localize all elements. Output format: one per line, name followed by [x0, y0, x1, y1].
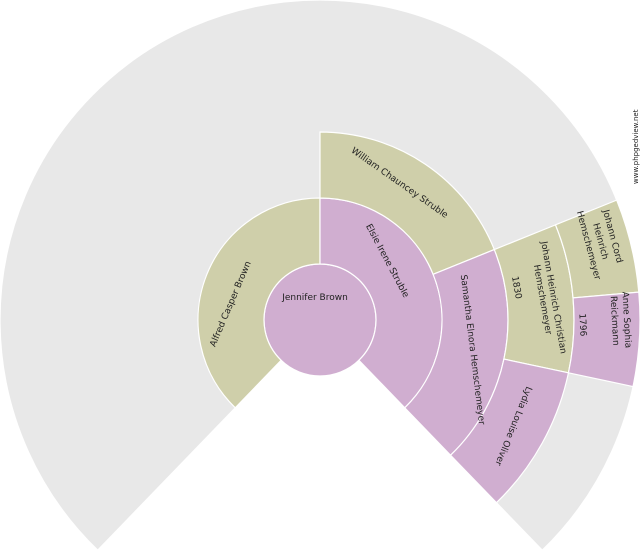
site-credit: www.phpgedview.net — [628, 96, 640, 186]
gg-grandmother-year: 1796 — [576, 313, 587, 337]
root-person-name: Jennifer Brown — [281, 293, 348, 303]
father-segment[interactable] — [197, 197, 321, 409]
gg-grandmother-name-line2: Reickmann — [608, 296, 621, 346]
site-credit-text: www.phpgedview.net — [632, 109, 640, 184]
great-grandmother-segment[interactable] — [449, 358, 570, 504]
great-grandfather-year: 1830 — [509, 276, 523, 301]
gg-grandmother-name-line1: Anne Sophia — [620, 291, 633, 348]
